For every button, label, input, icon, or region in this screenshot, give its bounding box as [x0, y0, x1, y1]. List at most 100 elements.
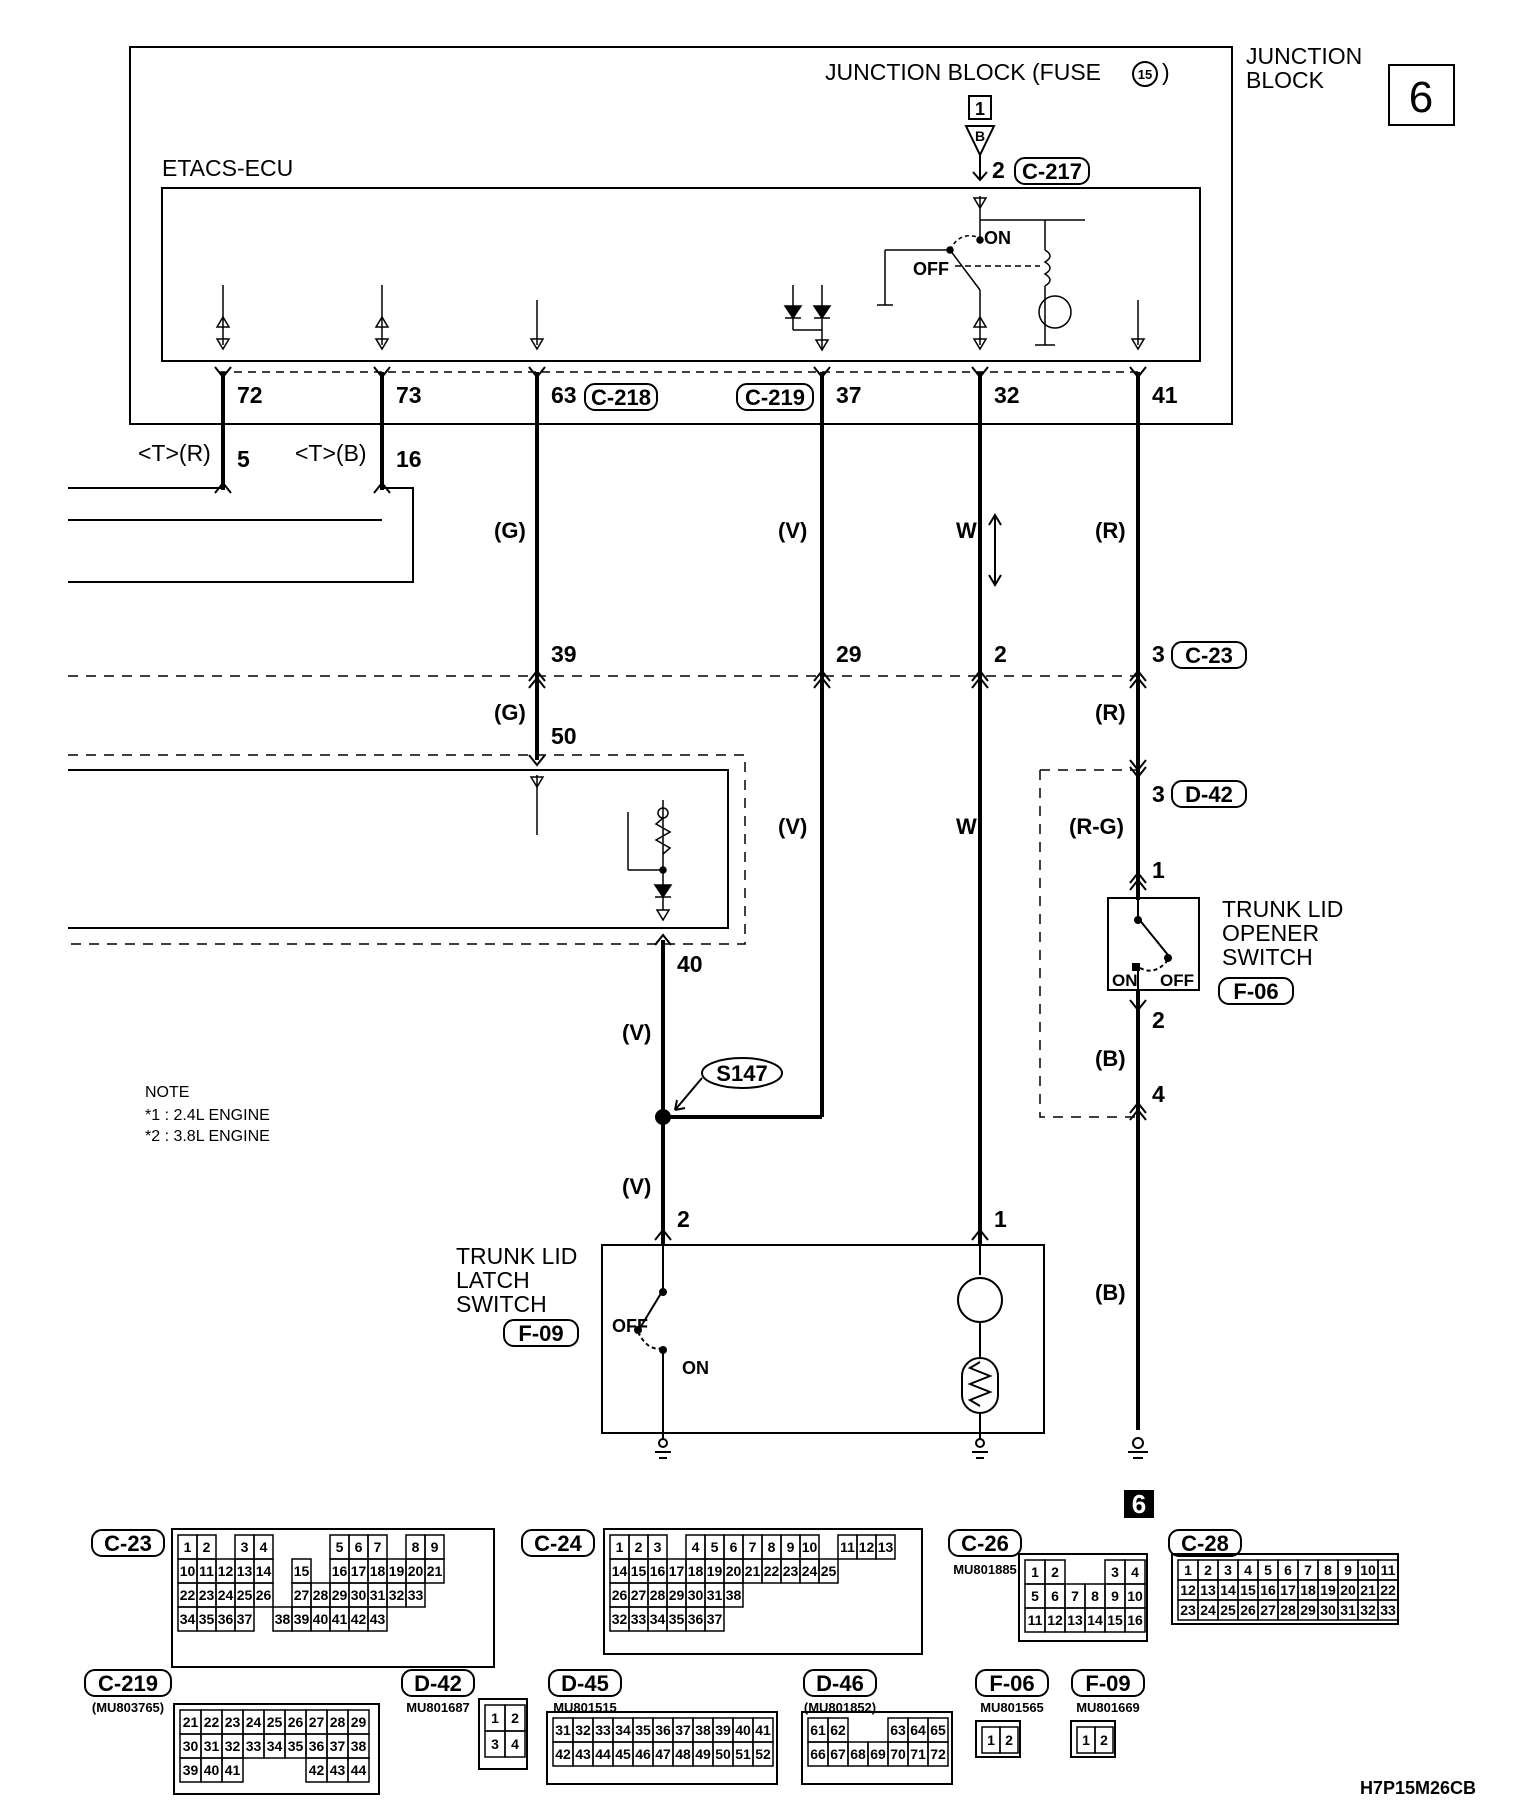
connector-pin-number: 11 — [1028, 1612, 1043, 1628]
pin-5: 5 — [237, 446, 250, 472]
ground-marker: 6 — [1132, 1489, 1146, 1519]
wire-color-v2: (V) — [778, 814, 807, 839]
connector-pin-number: 29 — [669, 1587, 685, 1603]
connector-cell — [818, 1558, 839, 1584]
connector-pin-number: 2 — [1204, 1562, 1212, 1578]
connector-pin-number: 10 — [1360, 1562, 1376, 1578]
connector-pin-number: 8 — [768, 1539, 776, 1555]
connector-pin-number: 28 — [650, 1587, 666, 1603]
opener-switch-box — [1107, 897, 1200, 991]
note-2: *2 : 3.8L ENGINE — [145, 1128, 270, 1145]
connector-tag-box — [548, 1669, 622, 1697]
wire-color-g2: (G) — [494, 700, 526, 725]
connector-pin-number: 34 — [180, 1611, 196, 1627]
connector-pin-number: 48 — [675, 1746, 691, 1762]
connector-pin-number: 20 — [408, 1563, 424, 1579]
connector-pin-number: 32 — [1360, 1602, 1376, 1618]
connector-pin-number: 27 — [294, 1587, 310, 1603]
connector-body — [1070, 1720, 1116, 1758]
connector-pin-number: 41 — [332, 1611, 348, 1627]
connector-cell — [253, 1582, 274, 1608]
connector-pin-number: 12 — [218, 1563, 234, 1579]
connector-pin-number: 47 — [655, 1746, 671, 1762]
ecu-pin-72: 72 — [237, 382, 263, 408]
pin-29: 29 — [836, 641, 862, 667]
connector-pin-number: 11 — [840, 1539, 855, 1555]
connector-pin-number: 19 — [1320, 1582, 1336, 1598]
connector-part-number: MU801885 — [953, 1562, 1017, 1577]
connector-pin-number: 24 — [1200, 1602, 1216, 1618]
connector-pin-number: 5 — [336, 1539, 344, 1555]
connector-pin-number: 35 — [288, 1738, 304, 1754]
connector-pin-number: 29 — [1300, 1602, 1316, 1618]
fuse-number: 15 — [1138, 67, 1152, 82]
connector-pin-number: 45 — [615, 1746, 631, 1762]
connector-cell — [1124, 1607, 1146, 1633]
connector-pin-number: 33 — [1380, 1602, 1396, 1618]
pin-4: 4 — [1152, 1081, 1165, 1107]
connector-pin-number: 32 — [225, 1738, 241, 1754]
connector-tag: C-24 — [534, 1531, 582, 1556]
figure-code: H7P15M26CB — [1360, 1778, 1476, 1798]
connector-pin-number: 64 — [910, 1722, 926, 1738]
connector-body — [478, 1698, 528, 1770]
variant-label-2: <T>(B) — [295, 440, 367, 466]
connector-pin-number: 67 — [830, 1746, 846, 1762]
connector-pin-number: 19 — [389, 1563, 405, 1579]
connector-pin-number: 68 — [850, 1746, 866, 1762]
connector-pin-number: 30 — [1320, 1602, 1336, 1618]
relay-on: ON — [984, 228, 1011, 248]
connector-pin-number: 40 — [735, 1722, 751, 1738]
connector-pin-number: 7 — [374, 1539, 382, 1555]
connector-tag-box — [521, 1529, 595, 1557]
connector-pin-number: 1 — [184, 1539, 192, 1555]
connector-pin-number: 34 — [615, 1722, 631, 1738]
connector-part-number: MU801687 — [406, 1700, 470, 1715]
connector-tag: D-45 — [561, 1671, 609, 1696]
connector-pin-number: 15 — [631, 1563, 647, 1579]
connector-cell — [234, 1606, 255, 1632]
connector-tag-box — [975, 1669, 1049, 1697]
connector-pin-number: 12 — [859, 1539, 875, 1555]
connector-pin-number: 1 — [616, 1539, 624, 1555]
connector-pin-number: 2 — [511, 1710, 519, 1726]
pin-2c: 2 — [677, 1206, 690, 1232]
connector-pin-number: 4 — [692, 1539, 700, 1555]
connector-pin-number: 38 — [351, 1738, 367, 1754]
connector-pin-number: 13 — [237, 1563, 253, 1579]
connector-pin-number: 35 — [635, 1722, 651, 1738]
connector-pin-number: 34 — [650, 1611, 666, 1627]
latch-off: OFF — [612, 1316, 648, 1336]
connector-pin-number: 17 — [351, 1563, 367, 1579]
opener-switch-label-3: SWITCH — [1222, 944, 1313, 970]
note-title: NOTE — [145, 1084, 189, 1101]
connector-pin-number: 31 — [1340, 1602, 1356, 1618]
connector-tag-box — [1168, 1529, 1242, 1557]
connector-cell — [999, 1726, 1019, 1754]
opener-on: ON — [1112, 971, 1138, 990]
connector-pin-number: 22 — [1380, 1582, 1396, 1598]
connector-pin-number: 2 — [203, 1539, 211, 1555]
connector-pin-number: 39 — [715, 1722, 731, 1738]
connector-pin-number: 31 — [204, 1738, 220, 1754]
connector-pin-number: 8 — [1091, 1588, 1099, 1604]
ecu-label: ETACS-ECU — [162, 155, 293, 181]
connector-pin-number: 5 — [1031, 1588, 1039, 1604]
connector-pin-number: 41 — [755, 1722, 771, 1738]
connector-pin-number: 1 — [1031, 1564, 1039, 1580]
connector-pin-number: 31 — [555, 1722, 571, 1738]
connector-pin-number: 29 — [351, 1714, 367, 1730]
connector-pin-number: 66 — [810, 1746, 826, 1762]
connector-pin-number: 17 — [1280, 1582, 1296, 1598]
connector-pin-number: 16 — [650, 1563, 666, 1579]
connector-body — [801, 1711, 953, 1785]
pin-1: 1 — [1152, 857, 1165, 883]
connector-pin-number: 4 — [260, 1539, 268, 1555]
connector-pin-number: 30 — [183, 1738, 199, 1754]
